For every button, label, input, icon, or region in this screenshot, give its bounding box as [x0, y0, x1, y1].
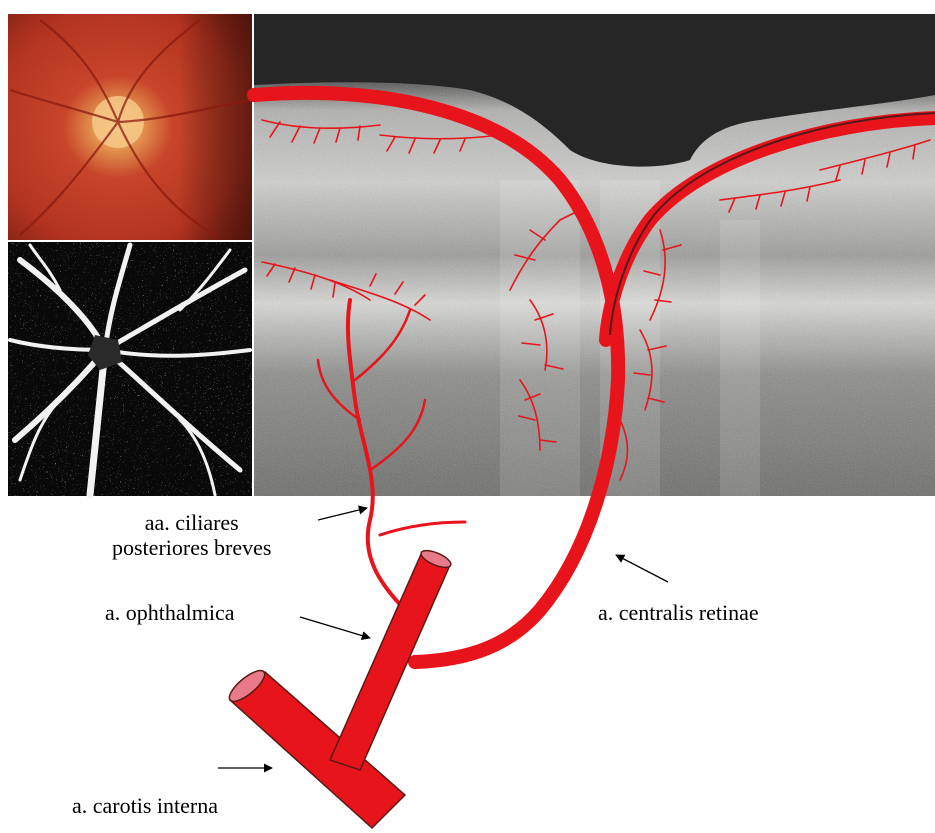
label-ophthalmica: a. ophthalmica [105, 600, 235, 625]
arrow-centralis [616, 555, 668, 582]
label-ciliares-line1: aa. ciliares [112, 510, 271, 535]
arrow-ophthalmica [300, 617, 370, 638]
label-centralis-retinae: a. centralis retinae [598, 600, 759, 625]
oct-angiography [8, 242, 252, 496]
label-carotis-interna: a. carotis interna [72, 793, 218, 818]
label-ciliares: aa. ciliares posteriores breves [112, 510, 271, 561]
fundus-photo [8, 14, 252, 240]
arrow-ciliares [318, 508, 367, 520]
label-ciliares-line2: posteriores breves [112, 535, 271, 560]
